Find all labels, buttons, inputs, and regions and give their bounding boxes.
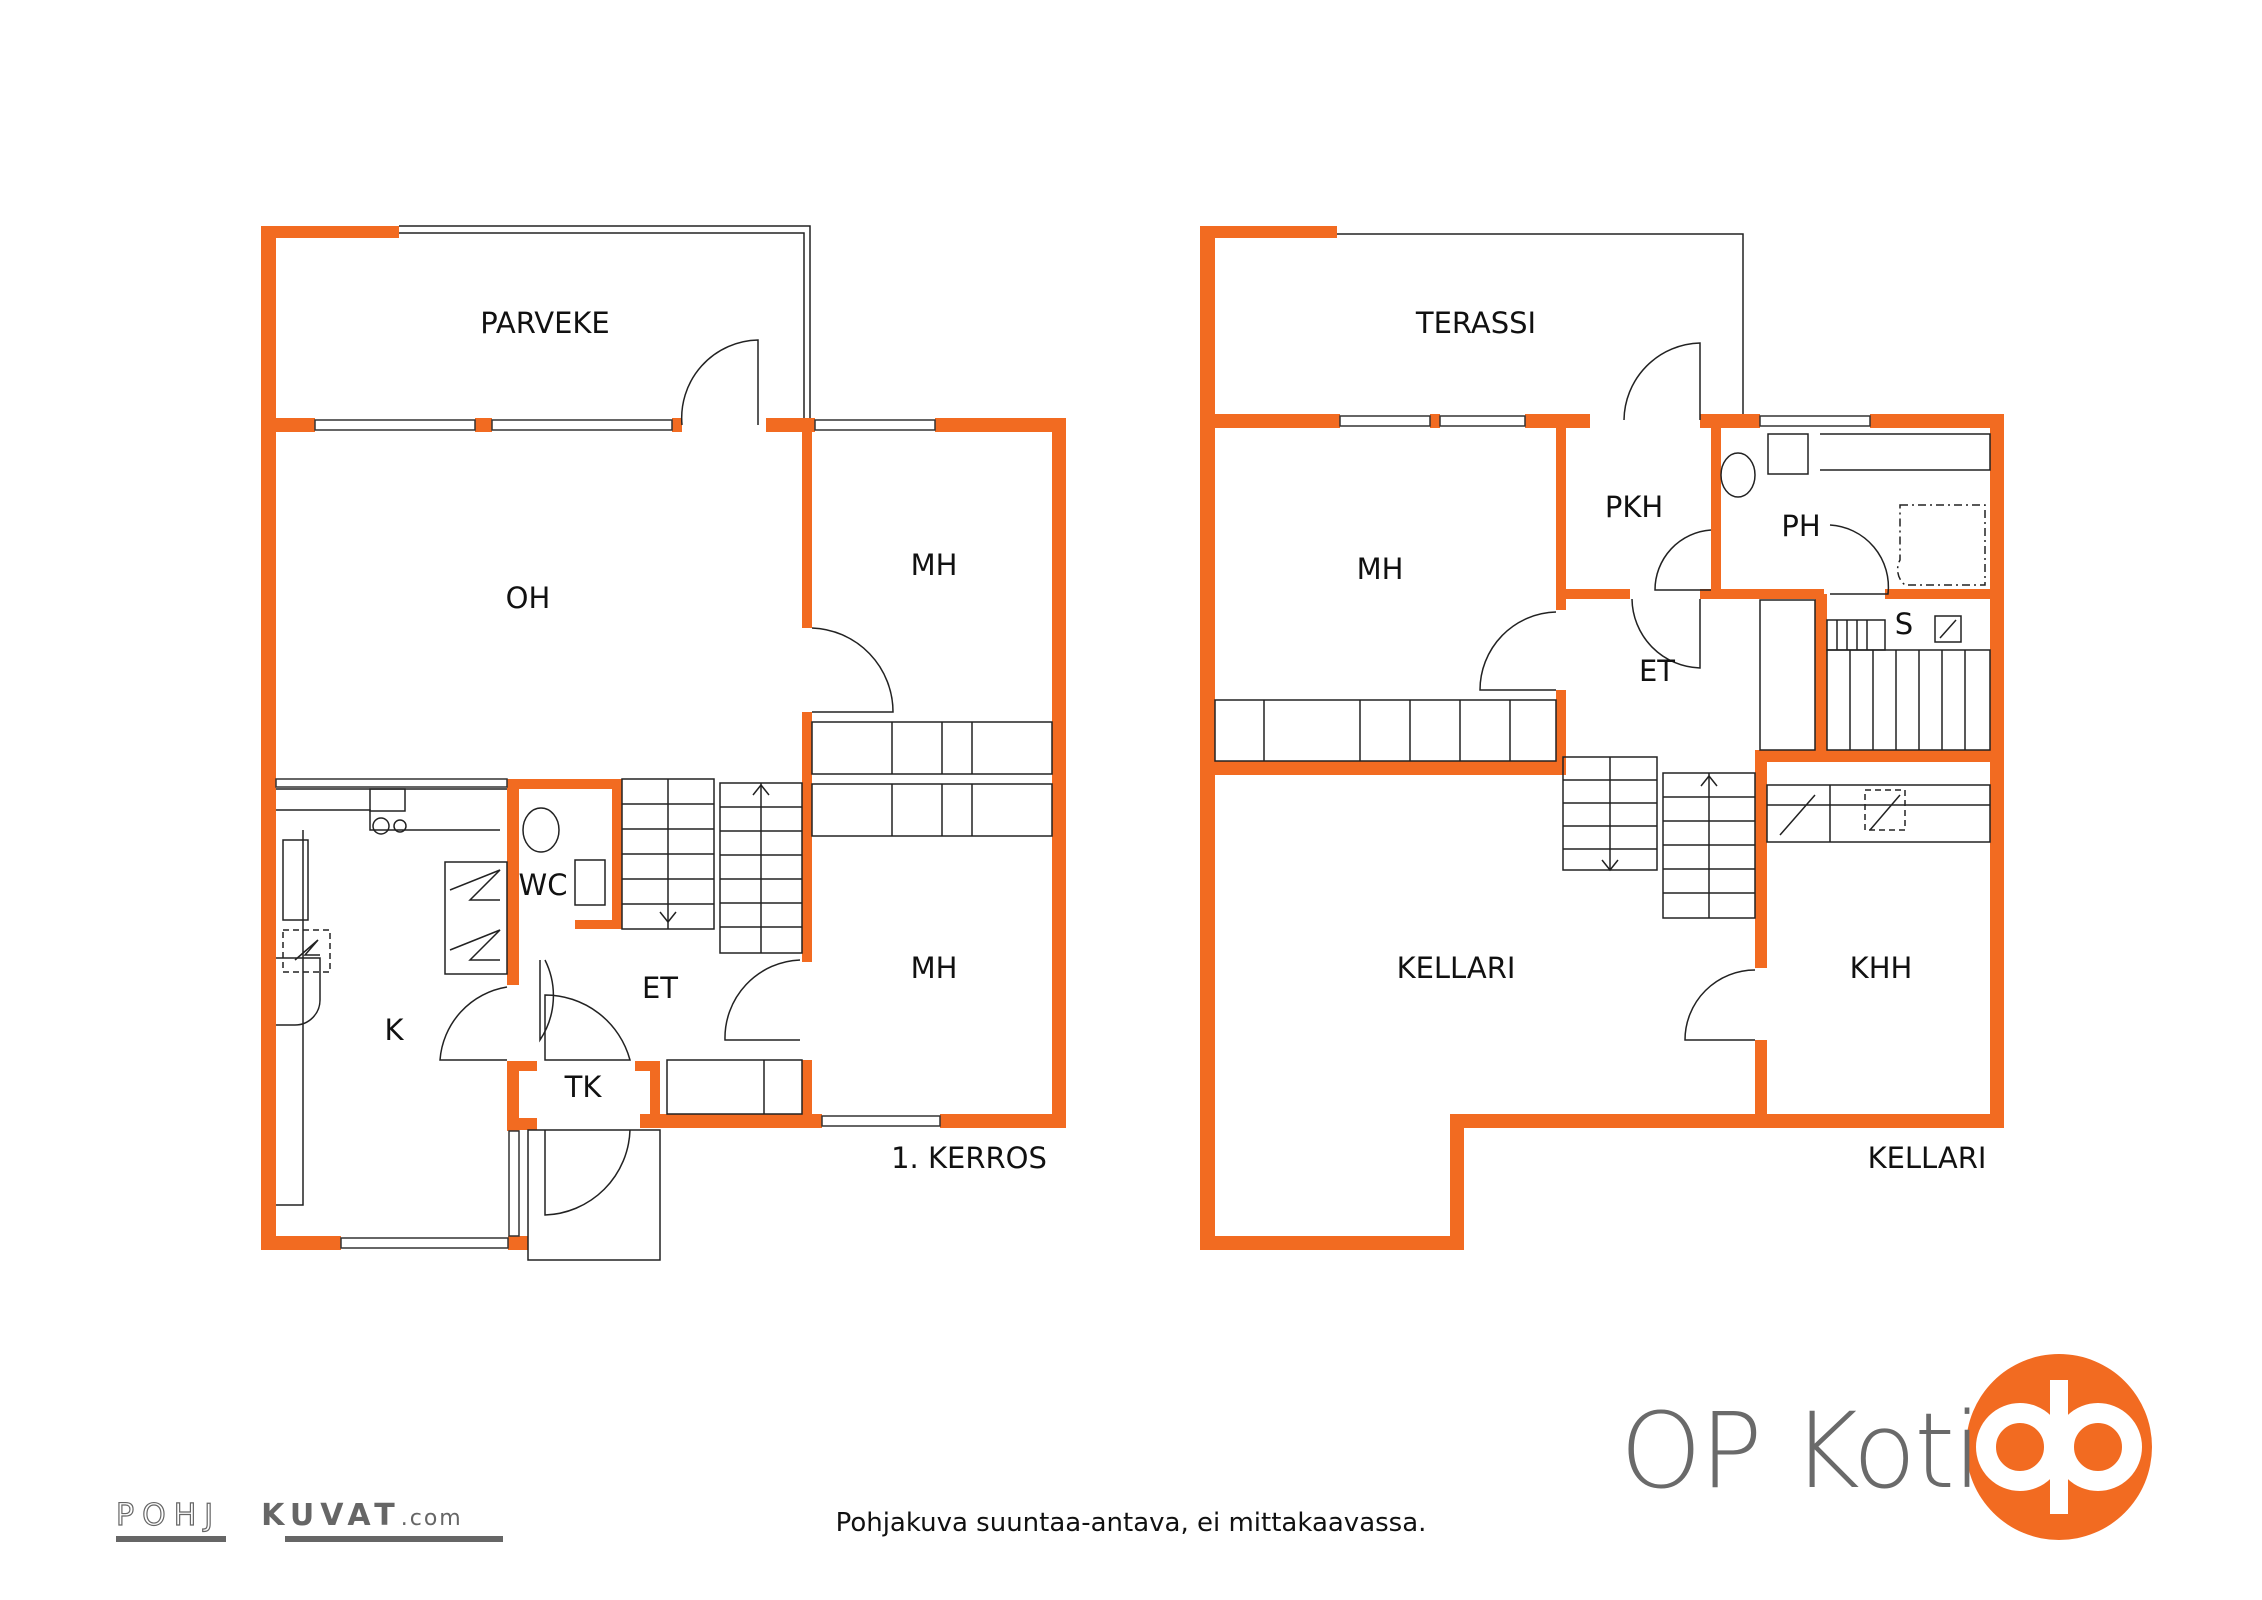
walls [1200,226,2004,1250]
floor-title: KELLARI [1868,1141,1987,1175]
room-labels: PARVEKE OH MH MH WC ET K TK 1. KERROS [384,306,1046,1175]
stairs [621,778,803,954]
floor-plan-kellari: TERASSI MH PKH PH S ET KELLARI KHH KELLA… [1200,226,2004,1250]
terrace-outline [1337,233,1744,414]
room-label-k: K [384,1013,404,1047]
logo-part-com: .com [400,1506,463,1531]
room-label-ph: PH [1781,509,1820,543]
room-label-et: ET [642,971,678,1005]
room-label-mh: MH [911,951,958,985]
logo-underline [285,1536,503,1542]
room-label-parveke: PARVEKE [480,306,610,340]
room-label-s: S [1895,607,1913,641]
logo-underline [116,1536,226,1542]
brand-name: OP Koti [1620,1390,1982,1512]
floor-plan-1-kerros: PARVEKE OH MH MH WC ET K TK 1. KERROS [261,225,1066,1261]
room-label-mh: MH [1357,552,1404,586]
room-label-oh: OH [506,581,551,615]
room-label-mh: MH [911,548,958,582]
pohjakuvat-logo: POHJ KUVAT.com [115,1497,463,1533]
windows [1339,415,1871,427]
balcony-railing [399,225,811,418]
doors [1479,342,1890,1041]
walls [261,226,1066,1250]
floor-title: 1. KERROS [891,1141,1047,1175]
windows [275,419,941,1249]
room-label-tk: TK [564,1070,603,1104]
disclaimer-text: Pohjakuva suuntaa-antava, ei mittakaavas… [835,1508,1427,1538]
room-label-wc: WC [519,868,568,902]
logo-part-kuvat: KUVAT [261,1498,401,1533]
room-label-pkh: PKH [1605,490,1663,524]
room-label-et: ET [1639,654,1675,688]
room-labels: TERASSI MH PKH PH S ET KELLARI KHH KELLA… [1357,306,1987,1175]
op-logo-icon [1966,1354,2152,1540]
closets [666,721,1053,1115]
doors [439,339,894,1261]
room-label-terassi: TERASSI [1415,306,1536,340]
room-label-kellari: KELLARI [1397,951,1516,985]
stairs [1562,619,1991,919]
room-label-khh: KHH [1850,951,1913,985]
logo-part-pohj: POHJ [115,1497,222,1533]
fixtures [1214,433,1991,843]
kitchen-fixtures [276,788,606,1206]
